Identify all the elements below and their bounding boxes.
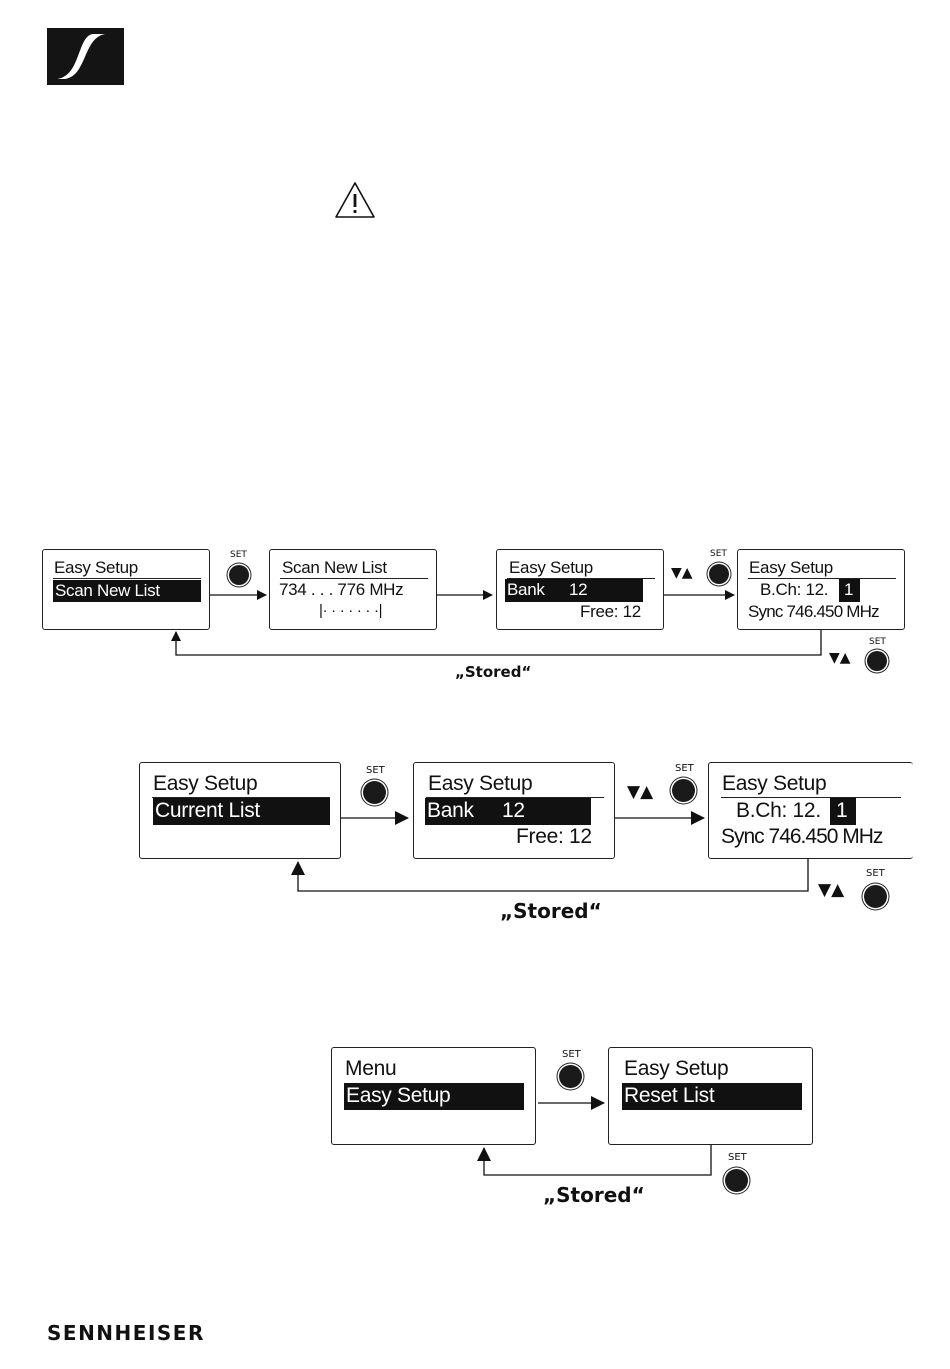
up-down-arrows-icon: ▼▲ bbox=[818, 880, 845, 900]
up-down-arrows-icon: ▼▲ bbox=[627, 782, 654, 802]
bank-value: 12 bbox=[502, 799, 525, 822]
display-highlight bbox=[153, 798, 330, 825]
display-highlight bbox=[53, 580, 201, 602]
display-line-1: Easy Setup bbox=[749, 558, 833, 577]
display-line-2-selected: Easy Setup bbox=[346, 1084, 451, 1107]
display-divider bbox=[152, 797, 330, 798]
channel-value: 1 bbox=[836, 799, 848, 822]
bank-label: Bank bbox=[427, 799, 474, 822]
footer-brand-name: SENNHEISER bbox=[47, 1321, 205, 1345]
display-line-1: Easy Setup bbox=[428, 772, 533, 795]
stored-label: „Stored“ bbox=[455, 663, 532, 681]
set-label: SET bbox=[366, 765, 385, 776]
bank-channel-label: B.Ch: 12. bbox=[760, 580, 829, 599]
set-button-icon[interactable] bbox=[867, 651, 887, 671]
display-easy-setup-current: Easy Setup Current List bbox=[139, 762, 341, 859]
free-count: Free: 12 bbox=[516, 825, 592, 848]
stored-label: „Stored“ bbox=[500, 899, 602, 923]
display-line-1: Easy Setup bbox=[722, 772, 827, 795]
set-button-icon[interactable] bbox=[725, 1169, 748, 1192]
display-bank-free: Easy Setup Bank 12 Free: 12 bbox=[413, 762, 615, 859]
up-down-arrows-icon: ▼▲ bbox=[671, 565, 693, 581]
display-bank-free: Easy Setup Bank 12 Free: 12 bbox=[496, 549, 664, 630]
set-button-icon[interactable] bbox=[229, 565, 249, 585]
bank-channel-label: B.Ch: 12. bbox=[736, 799, 821, 822]
display-divider bbox=[507, 578, 655, 579]
display-divider bbox=[721, 797, 901, 798]
display-reset-list: Easy Setup Reset List bbox=[608, 1047, 813, 1145]
set-label: SET bbox=[728, 1152, 747, 1163]
display-line-2: 734 . . . 776 MHz bbox=[279, 580, 404, 599]
display-divider bbox=[426, 797, 604, 798]
display-line-1: Easy Setup bbox=[54, 558, 138, 577]
display-line-1: Easy Setup bbox=[624, 1057, 729, 1080]
display-divider bbox=[748, 578, 896, 579]
display-bank-channel: Easy Setup B.Ch: 12. 1 Sync 746.450 MHz bbox=[708, 762, 913, 859]
scan-progress: |· · · · · · ·| bbox=[319, 602, 383, 619]
bank-value: 12 bbox=[569, 580, 588, 599]
bank-label: Bank bbox=[507, 580, 545, 599]
display-easy-setup-scan: Easy Setup Scan New List bbox=[42, 549, 210, 630]
display-line-1: Easy Setup bbox=[509, 558, 593, 577]
set-label: SET bbox=[675, 763, 694, 774]
display-highlight bbox=[344, 1083, 524, 1110]
set-label: SET bbox=[866, 868, 885, 879]
set-label: SET bbox=[562, 1049, 581, 1060]
set-button-icon[interactable] bbox=[672, 779, 695, 802]
display-line-1: Easy Setup bbox=[153, 772, 258, 795]
warning-triangle-icon bbox=[333, 180, 377, 220]
display-line-2-selected: Scan New List bbox=[55, 581, 160, 600]
display-highlight bbox=[425, 798, 591, 825]
set-button-icon[interactable] bbox=[559, 1065, 582, 1088]
up-down-arrows-icon: ▼▲ bbox=[829, 650, 851, 666]
channel-value: 1 bbox=[844, 580, 854, 599]
display-line-1: Menu bbox=[345, 1057, 397, 1080]
set-label: SET bbox=[230, 550, 247, 560]
display-divider bbox=[280, 578, 428, 579]
set-button-icon[interactable] bbox=[363, 781, 386, 804]
display-line-2-selected: Reset List bbox=[624, 1084, 715, 1107]
stored-label: „Stored“ bbox=[543, 1183, 645, 1207]
display-menu: Menu Easy Setup bbox=[331, 1047, 536, 1145]
display-highlight bbox=[622, 1083, 802, 1110]
set-button-icon[interactable] bbox=[709, 564, 729, 584]
display-scan-new-list: Scan New List 734 . . . 776 MHz |· · · ·… bbox=[269, 549, 437, 630]
display-bank-channel: Easy Setup B.Ch: 12. 1 Sync 746.450 MHz bbox=[737, 549, 905, 630]
display-highlight bbox=[830, 798, 856, 825]
set-label: SET bbox=[710, 549, 727, 559]
free-count: Free: 12 bbox=[580, 602, 641, 621]
display-line-2-selected: Current List bbox=[155, 799, 260, 822]
sync-frequency: Sync 746.450 MHz bbox=[721, 825, 883, 848]
display-divider bbox=[53, 578, 201, 579]
display-line-1: Scan New List bbox=[282, 558, 387, 577]
display-highlight bbox=[839, 579, 860, 602]
sync-frequency: Sync 746.450 MHz bbox=[748, 602, 880, 621]
sennheiser-logo-icon bbox=[47, 28, 124, 85]
set-label: SET bbox=[869, 637, 886, 647]
display-highlight bbox=[505, 579, 643, 602]
set-button-icon[interactable] bbox=[864, 885, 887, 908]
